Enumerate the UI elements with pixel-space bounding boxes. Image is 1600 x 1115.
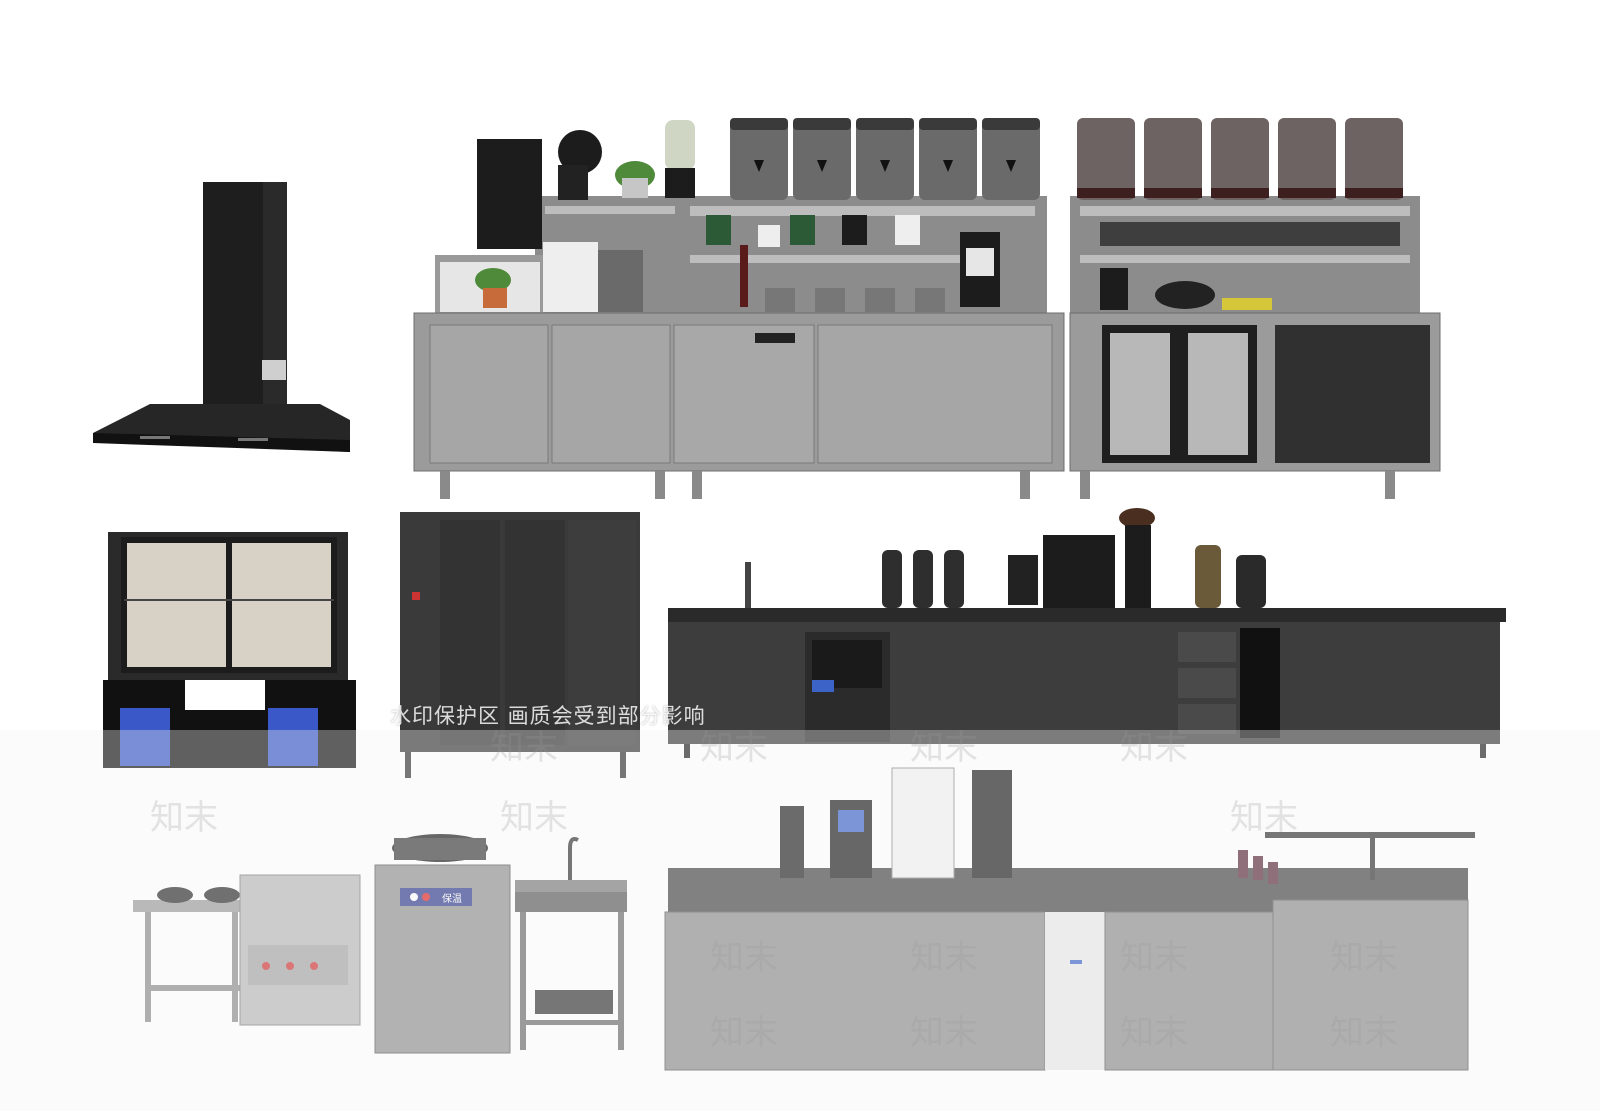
stove-station	[133, 874, 361, 1026]
dispenser-counter	[664, 767, 1475, 1071]
tea-bar-counter-right	[1069, 118, 1441, 499]
watermark-notice: 水印保护区 画质会受到部分影响	[390, 704, 706, 728]
soup-cooker-label: 保温	[442, 892, 462, 905]
sink-station	[515, 837, 627, 1050]
soup-cooker: 保温	[374, 834, 511, 1054]
coffee-bar-counter	[668, 508, 1506, 758]
tea-dispenser-row-right	[1077, 118, 1403, 200]
tea-bar-counter-left	[413, 118, 1065, 499]
range-hood	[93, 182, 350, 452]
tea-dispenser-row-left	[730, 118, 1040, 200]
tall-storage-cabinet	[400, 512, 640, 778]
display-cooler	[103, 532, 356, 768]
